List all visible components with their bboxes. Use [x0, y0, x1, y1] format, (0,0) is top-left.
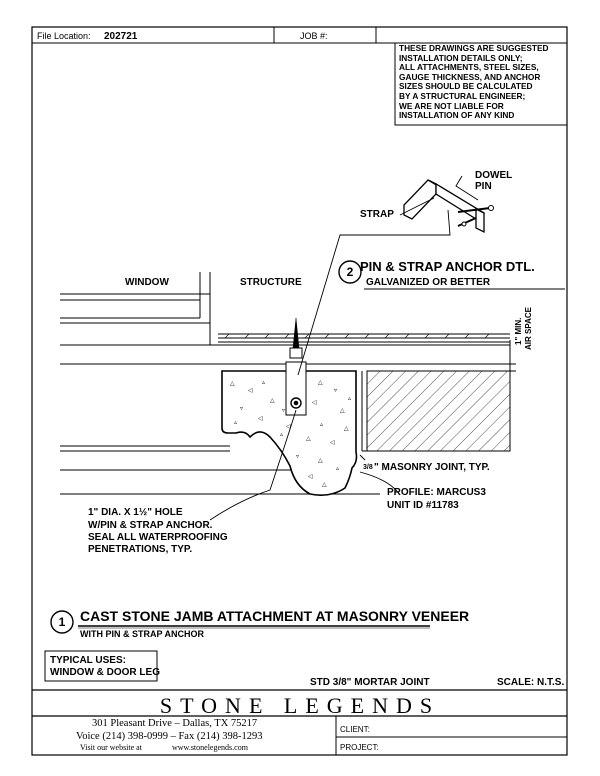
detail-1-marker	[50, 610, 74, 634]
scale-note: SCALE: N.T.S.	[497, 677, 565, 688]
svg-text:◁: ◁	[258, 415, 263, 422]
sheet-border	[31, 26, 568, 756]
svg-text:▵: ▵	[280, 431, 283, 438]
file-location-label: File Location:	[37, 31, 91, 41]
masonry-joint-fraction: 3/8	[363, 464, 373, 471]
hole-label-4: PENETRATIONS, TYP.	[88, 544, 193, 555]
profile-label: PROFILE: MARCUS3	[387, 487, 486, 498]
detail-2-number: 2	[346, 265, 354, 279]
disclaimer-text: THESE DRAWINGS ARE SUGGESTED INSTALLATIO…	[399, 43, 549, 121]
svg-text:◁: ◁	[286, 423, 291, 430]
svg-text:▵: ▵	[262, 379, 265, 386]
stone-texture: △◁▵ ▿△▵ ◁△▿ ◁△▵ △◁▵ ▿△▵ ◁△▿ ▵△◁	[230, 379, 351, 488]
svg-text:▿: ▿	[240, 405, 243, 412]
detail-1-subtitle: WITH PIN & STRAP ANCHOR	[80, 629, 205, 639]
svg-text:▵: ▵	[348, 395, 351, 402]
svg-text:▿: ▿	[334, 387, 337, 394]
typical-uses-value: WINDOW & DOOR LEG	[50, 667, 160, 678]
detail-2-subtitle: GALVANIZED OR BETTER	[366, 277, 491, 288]
typical-uses-label: TYPICAL USES:	[50, 655, 126, 666]
website-prefix: Visit our website at	[80, 743, 142, 752]
detail-2-title: PIN & STRAP ANCHOR DTL.	[360, 259, 535, 274]
structure-label: STRUCTURE	[240, 277, 302, 288]
masonry-veneer	[366, 370, 511, 452]
window-label: WINDOW	[125, 277, 169, 288]
job-label: JOB #:	[300, 31, 328, 41]
svg-text:◁: ◁	[308, 473, 313, 480]
svg-text:▵: ▵	[234, 419, 237, 426]
detail-2-marker	[338, 260, 362, 284]
detail-1-number: 1	[58, 615, 66, 629]
svg-text:◁: ◁	[312, 399, 317, 406]
project-label: PROJECT:	[340, 743, 379, 752]
pin-strap-anchor	[285, 317, 307, 416]
air-space-dimension	[506, 340, 516, 372]
hole-label-3: SEAL ALL WATERPROOFING	[88, 532, 228, 543]
svg-text:△: △	[344, 425, 349, 432]
strap-label: STRAP	[360, 209, 394, 220]
svg-text:△: △	[340, 407, 345, 414]
unit-id-label: UNIT ID #11783	[387, 500, 459, 511]
address-line: 301 Pleasant Drive – Dallas, TX 75217	[92, 718, 258, 729]
svg-text:△: △	[230, 380, 235, 387]
svg-text:△: △	[318, 379, 323, 386]
dowel-label-line2: PIN	[475, 181, 492, 192]
masonry-joint-label: " MASONRY JOINT, TYP.	[374, 462, 490, 473]
hole-label-2: W/PIN & STRAP ANCHOR.	[88, 520, 213, 531]
phone-line: Voice (214) 398-0999 – Fax (214) 398-129…	[76, 731, 263, 742]
typical-uses-box	[44, 650, 158, 682]
svg-text:◁: ◁	[330, 439, 335, 446]
svg-text:◁: ◁	[248, 387, 253, 394]
website-link[interactable]: www.stonelegends.com	[172, 743, 248, 752]
svg-text:△: △	[322, 481, 327, 488]
file-location-value: 202721	[104, 31, 138, 42]
cast-stone-profile	[221, 370, 358, 496]
structure-layers	[218, 333, 510, 365]
air-space-label-2: AIR SPACE	[524, 307, 533, 350]
disclaimer-box	[394, 42, 568, 126]
detail-1-title: CAST STONE JAMB ATTACHMENT AT MASONRY VE…	[80, 608, 470, 624]
svg-text:△: △	[318, 457, 323, 464]
svg-text:▵: ▵	[336, 465, 339, 472]
svg-text:▿: ▿	[282, 407, 285, 414]
mortar-note: STD 3/8" MORTAR JOINT	[310, 677, 430, 688]
svg-text:▵: ▵	[320, 421, 323, 428]
svg-text:▿: ▿	[296, 453, 299, 460]
dowel-label-line1: DOWEL	[475, 170, 513, 181]
hole-label-1: 1" DIA. X 1½" HOLE	[88, 507, 183, 518]
svg-text:△: △	[270, 397, 275, 404]
leader-lines	[209, 175, 479, 521]
client-label: CLIENT:	[340, 725, 370, 734]
svg-text:△: △	[306, 435, 311, 442]
brand-name: STONE LEGENDS	[159, 693, 441, 718]
strap-detail-drawing	[403, 179, 494, 234]
